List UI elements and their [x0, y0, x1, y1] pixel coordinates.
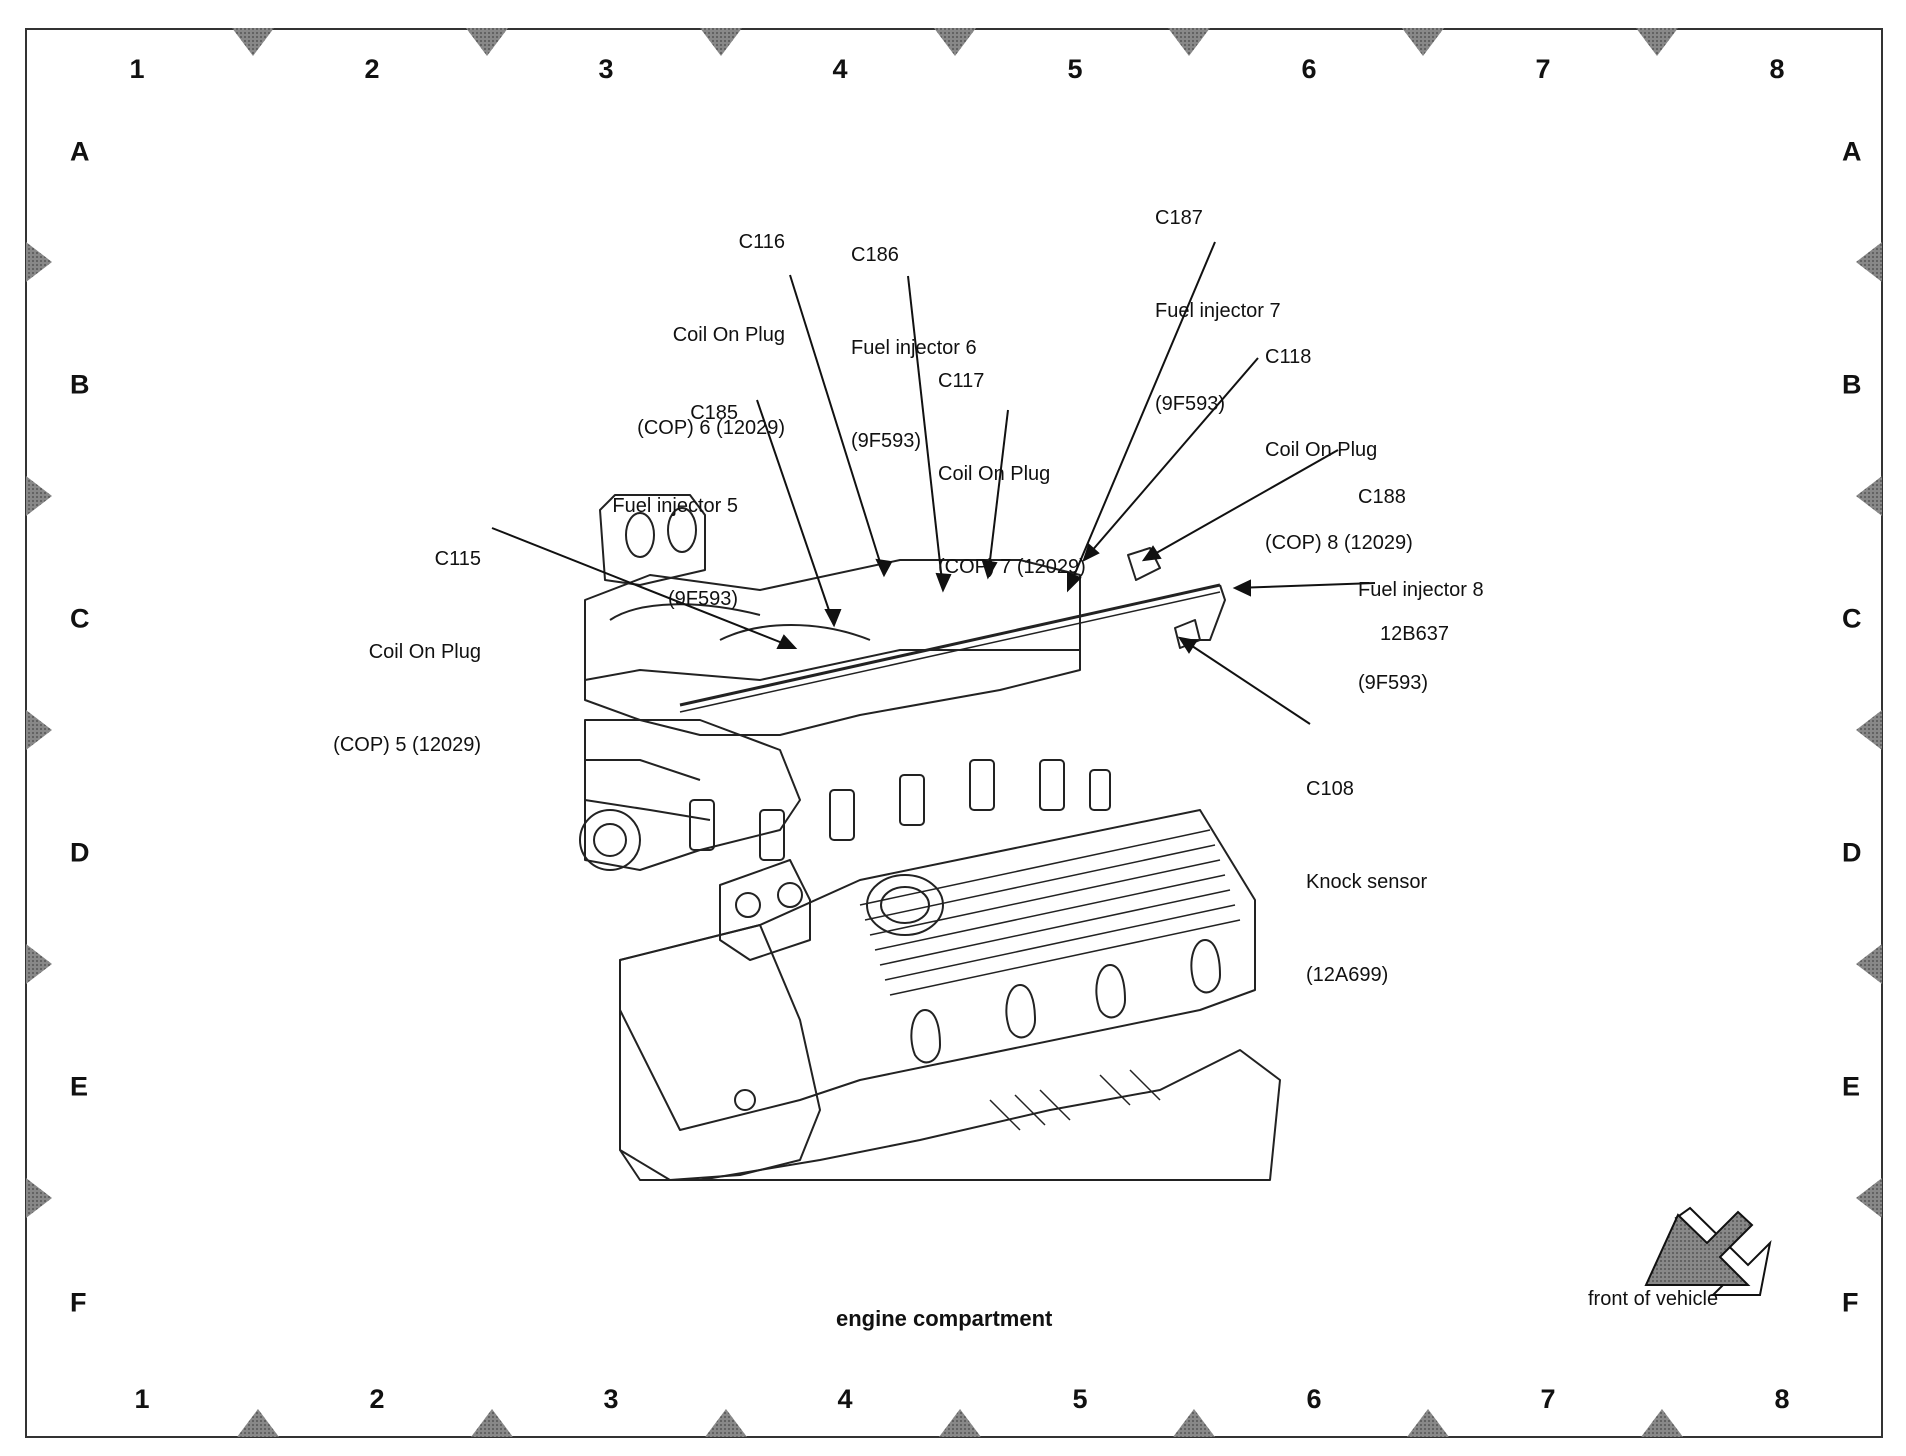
grid-col-top-6: 6: [1301, 54, 1317, 84]
grid-col-bottom-2: 2: [369, 1384, 385, 1414]
callout-c116: C116 Coil On Plug (COP) 6 (12029): [590, 165, 785, 475]
grid-col-bottom-6: 6: [1306, 1384, 1322, 1414]
callout-c187-id: C187: [1155, 207, 1203, 229]
valve-cover: [619, 809, 1256, 1131]
callout-c117-line1: Coil On Plug: [938, 463, 1051, 485]
grid-col-bottom-5: 5: [1072, 1384, 1088, 1414]
callout-c185: C185 Fuel injector 5 (9F593): [560, 336, 738, 646]
callout-c188: C188 Fuel injector 8 (9F593): [1358, 420, 1484, 730]
grid-col-bottom-4: 4: [837, 1384, 853, 1414]
fuel-rail: [679, 583, 1221, 707]
grid-col-bottom-7: 7: [1540, 1384, 1556, 1414]
diagram-frame: [25, 28, 1883, 1438]
callout-c187: C187 Fuel injector 7 (9F593): [1155, 141, 1281, 451]
grid-col-top-3: 3: [598, 54, 614, 84]
callout-c117-line2: (COP) 7 (12029): [938, 556, 1086, 578]
callout-c188-line2: (9F593): [1358, 672, 1429, 694]
callout-c108-line1: Knock sensor: [1306, 871, 1428, 893]
grid-markers-bottom: [237, 1409, 1683, 1437]
callout-c116-line1: Coil On Plug: [672, 324, 785, 346]
callout-c115: C115 Coil On Plug (COP) 5 (12029): [296, 482, 481, 792]
leader-lines: [491, 241, 1376, 725]
callout-c186-line2: (9F593): [851, 430, 922, 452]
callout-c108-id: C108: [1306, 778, 1354, 800]
callout-c115-line1: Coil On Plug: [368, 641, 481, 663]
front-of-vehicle-arrow-icon: [1644, 1206, 1772, 1296]
callout-c187-line2: (9F593): [1155, 393, 1226, 415]
callout-c117-id: C117: [938, 370, 985, 392]
callout-c186: C186 Fuel injector 6 (9F593): [851, 178, 977, 488]
callout-c186-line1: Fuel injector 6: [851, 337, 977, 359]
callout-c118-line2: (COP) 8 (12029): [1265, 532, 1413, 554]
callout-c188-line1: Fuel injector 8: [1358, 579, 1484, 601]
grid-col-top-1: 1: [129, 54, 145, 84]
grid-markers-right: [1856, 242, 1882, 1218]
grid-row-left-a: A: [70, 136, 90, 167]
front-of-vehicle-label: front of vehicle: [1588, 1288, 1719, 1310]
callout-12b637-id: 12B637: [1380, 623, 1449, 645]
grid-row-left-d: D: [70, 837, 90, 868]
callout-c118-line1: Coil On Plug: [1265, 439, 1378, 461]
grid-col-top-7: 7: [1535, 54, 1551, 84]
grid-row-right-f: F: [1842, 1287, 1859, 1318]
grid-col-bottom-8: 8: [1774, 1384, 1790, 1414]
grid-col-top-4: 4: [832, 54, 848, 84]
front-bracket: [719, 859, 811, 961]
callout-c116-id: C116: [738, 231, 785, 253]
grid-row-right-a: A: [1842, 136, 1862, 167]
injector-8-connector: [1127, 547, 1161, 581]
callout-c187-line1: Fuel injector 7: [1155, 300, 1281, 322]
callout-c185-line2: (9F593): [667, 588, 738, 610]
grid-markers-top: [232, 28, 1678, 56]
grid-col-top-5: 5: [1067, 54, 1083, 84]
callout-c188-id: C188: [1358, 486, 1406, 508]
callout-c185-line1: Fuel injector 5: [612, 495, 738, 517]
grid-row-right-e: E: [1842, 1071, 1861, 1102]
callout-c117: C117 Coil On Plug (COP) 7 (12029): [938, 304, 1086, 614]
upper-bracket: [599, 494, 706, 586]
grid-row-left-f: F: [70, 1287, 87, 1318]
callout-c108: C108 Knock sensor (12A699): [1306, 712, 1427, 1022]
grid-row-left-c: C: [70, 603, 90, 634]
grid-markers-left: [26, 242, 52, 1218]
oil-filler-neck: [866, 874, 944, 936]
callout-12b637: 12B637: [1380, 557, 1449, 681]
callout-c118: C118 Coil On Plug (COP) 8 (12029): [1265, 280, 1413, 590]
grid-col-top-2: 2: [364, 54, 380, 84]
engine-drawing: [579, 494, 1281, 1181]
callout-c185-id: C185: [690, 402, 738, 424]
callout-c108-line2: (12A699): [1306, 964, 1389, 986]
grid-row-right-c: C: [1842, 603, 1862, 634]
callout-c118-id: C118: [1265, 346, 1312, 368]
grid-col-top-8: 8: [1769, 54, 1785, 84]
callout-c116-line2: (COP) 6 (12029): [637, 417, 785, 439]
diagram-caption: engine compartment: [836, 1306, 1053, 1331]
grid-col-bottom-3: 3: [603, 1384, 619, 1414]
timing-cover: [619, 924, 821, 1181]
lower-engine: [619, 1049, 1281, 1181]
grid-row-right-d: D: [1842, 837, 1862, 868]
knock-sensor-shape: [1174, 619, 1201, 649]
grid-col-bottom-1: 1: [134, 1384, 150, 1414]
callout-c115-line2: (COP) 5 (12029): [333, 734, 481, 756]
intake-manifold: [584, 559, 1081, 736]
grid-row-left-e: E: [70, 1071, 89, 1102]
callout-c115-id: C115: [434, 548, 481, 570]
engine-front-lower: [584, 719, 801, 871]
callout-c186-id: C186: [851, 244, 899, 266]
grid-row-right-b: B: [1842, 369, 1862, 400]
grid-row-left-b: B: [70, 369, 90, 400]
